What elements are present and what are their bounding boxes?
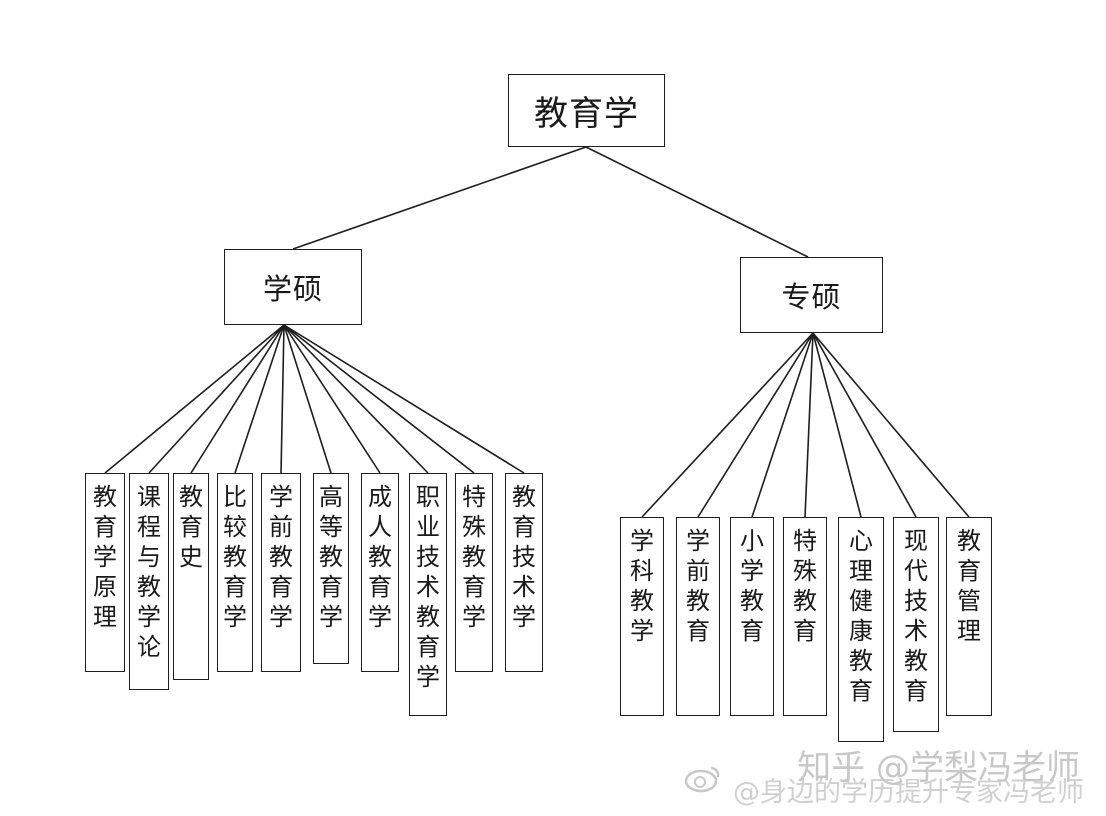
branch-connector-line bbox=[104, 324, 285, 474]
leaf-node: 特殊教育 bbox=[783, 517, 827, 716]
branch-connector-line bbox=[697, 332, 814, 518]
branch-connector-line bbox=[280, 324, 285, 474]
leaf-label: 成人教育学 bbox=[368, 483, 392, 631]
branch-connector-line bbox=[190, 324, 285, 474]
leaf-node: 教育管理 bbox=[946, 517, 992, 716]
leaf-node: 特殊教育学 bbox=[455, 473, 493, 672]
leaf-label: 教育管理 bbox=[957, 527, 981, 645]
branch-connector-line bbox=[283, 324, 429, 474]
leaf-label: 学前教育学 bbox=[269, 483, 293, 631]
leaf-node: 现代技术教育 bbox=[893, 517, 939, 732]
root-node: 教育学 bbox=[508, 74, 665, 147]
leaf-label: 学科教学 bbox=[630, 527, 654, 645]
branch-connector-line bbox=[804, 332, 814, 518]
branch-connector-line bbox=[283, 324, 525, 474]
weibo-watermark: @身边的学历提升专家冯老师 bbox=[733, 777, 1084, 808]
leaf-node: 教育技术学 bbox=[505, 473, 543, 672]
leaf-node: 学科教学 bbox=[620, 517, 664, 716]
leaf-node: 学前教育学 bbox=[261, 473, 301, 672]
branch-connector-line bbox=[148, 324, 285, 474]
leaf-node: 高等教育学 bbox=[313, 473, 349, 664]
leaf-node: 心理健康教育 bbox=[838, 517, 884, 742]
leaf-node: 职业技术教育学 bbox=[409, 473, 447, 716]
leaf-node: 课程与教学论 bbox=[129, 473, 169, 690]
branch-node-professional: 专硕 bbox=[740, 257, 883, 333]
root-connector-line bbox=[292, 146, 587, 250]
leaf-label: 职业技术教育学 bbox=[416, 483, 440, 691]
leaf-label: 小学教育 bbox=[740, 527, 764, 645]
leaf-label: 教育史 bbox=[179, 483, 203, 571]
branch-connector-line bbox=[283, 324, 332, 474]
leaf-node: 比较教育学 bbox=[217, 473, 253, 672]
branch-connector-line bbox=[283, 324, 475, 474]
leaf-label: 学前教育 bbox=[686, 527, 710, 645]
leaf-label: 现代技术教育 bbox=[904, 527, 928, 705]
root-connector-line bbox=[585, 146, 809, 258]
branch-connector-line bbox=[812, 332, 970, 518]
branch-connector-line bbox=[283, 324, 381, 474]
leaf-node: 成人教育学 bbox=[361, 473, 399, 672]
leaf-label: 教育学原理 bbox=[93, 483, 117, 631]
leaf-label: 心理健康教育 bbox=[849, 527, 873, 705]
branch-connector-line bbox=[234, 324, 285, 474]
branch-label-academic: 学硕 bbox=[262, 272, 323, 306]
leaf-label: 教育技术学 bbox=[512, 483, 536, 631]
branch-node-academic: 学硕 bbox=[224, 249, 362, 325]
branch-connector-line bbox=[812, 332, 862, 518]
leaf-node: 教育学原理 bbox=[85, 473, 125, 672]
leaf-label: 高等教育学 bbox=[319, 483, 343, 631]
branch-connector-line bbox=[751, 332, 814, 518]
leaf-label: 特殊教育 bbox=[793, 527, 817, 645]
branch-connector-line bbox=[812, 332, 917, 518]
leaf-label: 比较教育学 bbox=[223, 483, 247, 631]
branch-label-professional: 专硕 bbox=[781, 280, 842, 314]
leaf-node: 学前教育 bbox=[676, 517, 720, 716]
leaf-node: 教育史 bbox=[173, 473, 209, 680]
leaf-label: 课程与教学论 bbox=[137, 483, 161, 661]
root-label: 教育学 bbox=[534, 94, 639, 134]
weibo-logo-icon bbox=[684, 766, 720, 793]
leaf-node: 小学教育 bbox=[730, 517, 774, 716]
leaf-label: 特殊教育学 bbox=[462, 483, 486, 631]
branch-connector-line bbox=[641, 332, 814, 518]
zhihu-watermark: 知乎 @学梨冯老师 bbox=[797, 748, 1080, 788]
